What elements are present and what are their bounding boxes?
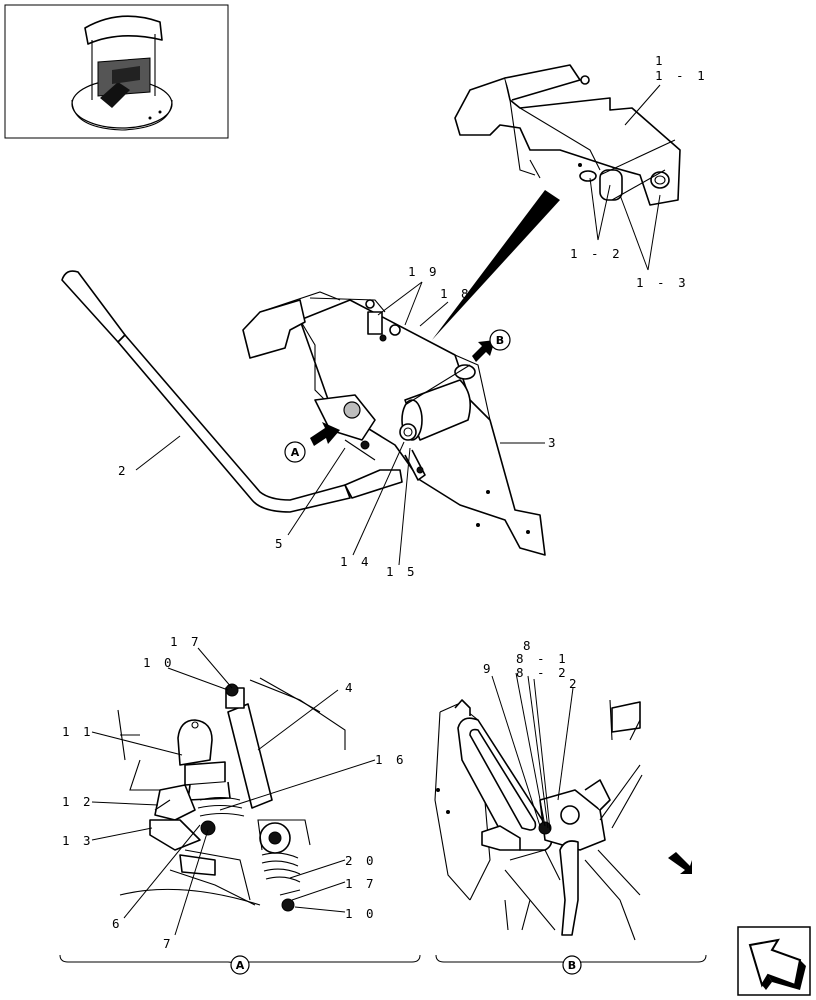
leader-lines [135, 84, 661, 566]
detail-a-leaders [91, 647, 376, 936]
label-6: 6 [112, 916, 123, 931]
detail-b-leaders [491, 672, 574, 831]
label-14: 1 4 [340, 554, 372, 569]
label-16: 1 6 [375, 752, 407, 767]
label-17-b: 1 7 [345, 876, 377, 891]
label-20: 2 0 [345, 853, 377, 868]
label-8-2: 8 - 2 [516, 665, 569, 680]
label-9: 9 [483, 661, 494, 676]
label-19: 1 9 [408, 264, 440, 279]
label-5: 5 [275, 536, 286, 551]
label-1: 1 [655, 53, 666, 68]
label-2: 2 [118, 463, 129, 478]
label-3: 3 [548, 435, 559, 450]
label-8-1: 8 - 1 [516, 651, 569, 666]
view-a-label: A [291, 446, 300, 459]
label-7: 7 [163, 936, 174, 951]
label-13: 1 3 [62, 833, 94, 848]
label-8: 8 [523, 638, 534, 653]
bracket-assembly-detail [432, 64, 681, 340]
label-1-1: 1 - 1 [655, 68, 708, 83]
label-10-b: 1 0 [345, 906, 377, 921]
view-b-label: B [496, 334, 504, 347]
detail-a-callout [230, 955, 250, 975]
label-10-a: 1 0 [143, 655, 175, 670]
label-4: 4 [345, 680, 356, 695]
label-11: 1 1 [62, 724, 94, 739]
view-b-callout [489, 329, 511, 351]
label-2-b: 2 [569, 676, 580, 691]
machine-locator-thumbnail [4, 4, 229, 139]
label-18: 1 8 [440, 286, 472, 301]
label-15: 1 5 [386, 564, 418, 579]
detail-a-drawing [117, 677, 346, 912]
detail-a-label: A [236, 959, 245, 972]
label-17-a: 1 7 [170, 634, 202, 649]
detail-b-drawing [434, 699, 692, 941]
label-1-2: 1 - 2 [570, 246, 623, 261]
label-1-3: 1 - 3 [636, 275, 689, 290]
detail-b-label: B [568, 959, 576, 972]
label-12: 1 2 [62, 794, 94, 809]
navigation-arrow-icon[interactable] [737, 926, 811, 996]
control-lever-assembly [61, 270, 546, 556]
detail-b-callout [562, 955, 582, 975]
view-a-callout [284, 441, 306, 463]
